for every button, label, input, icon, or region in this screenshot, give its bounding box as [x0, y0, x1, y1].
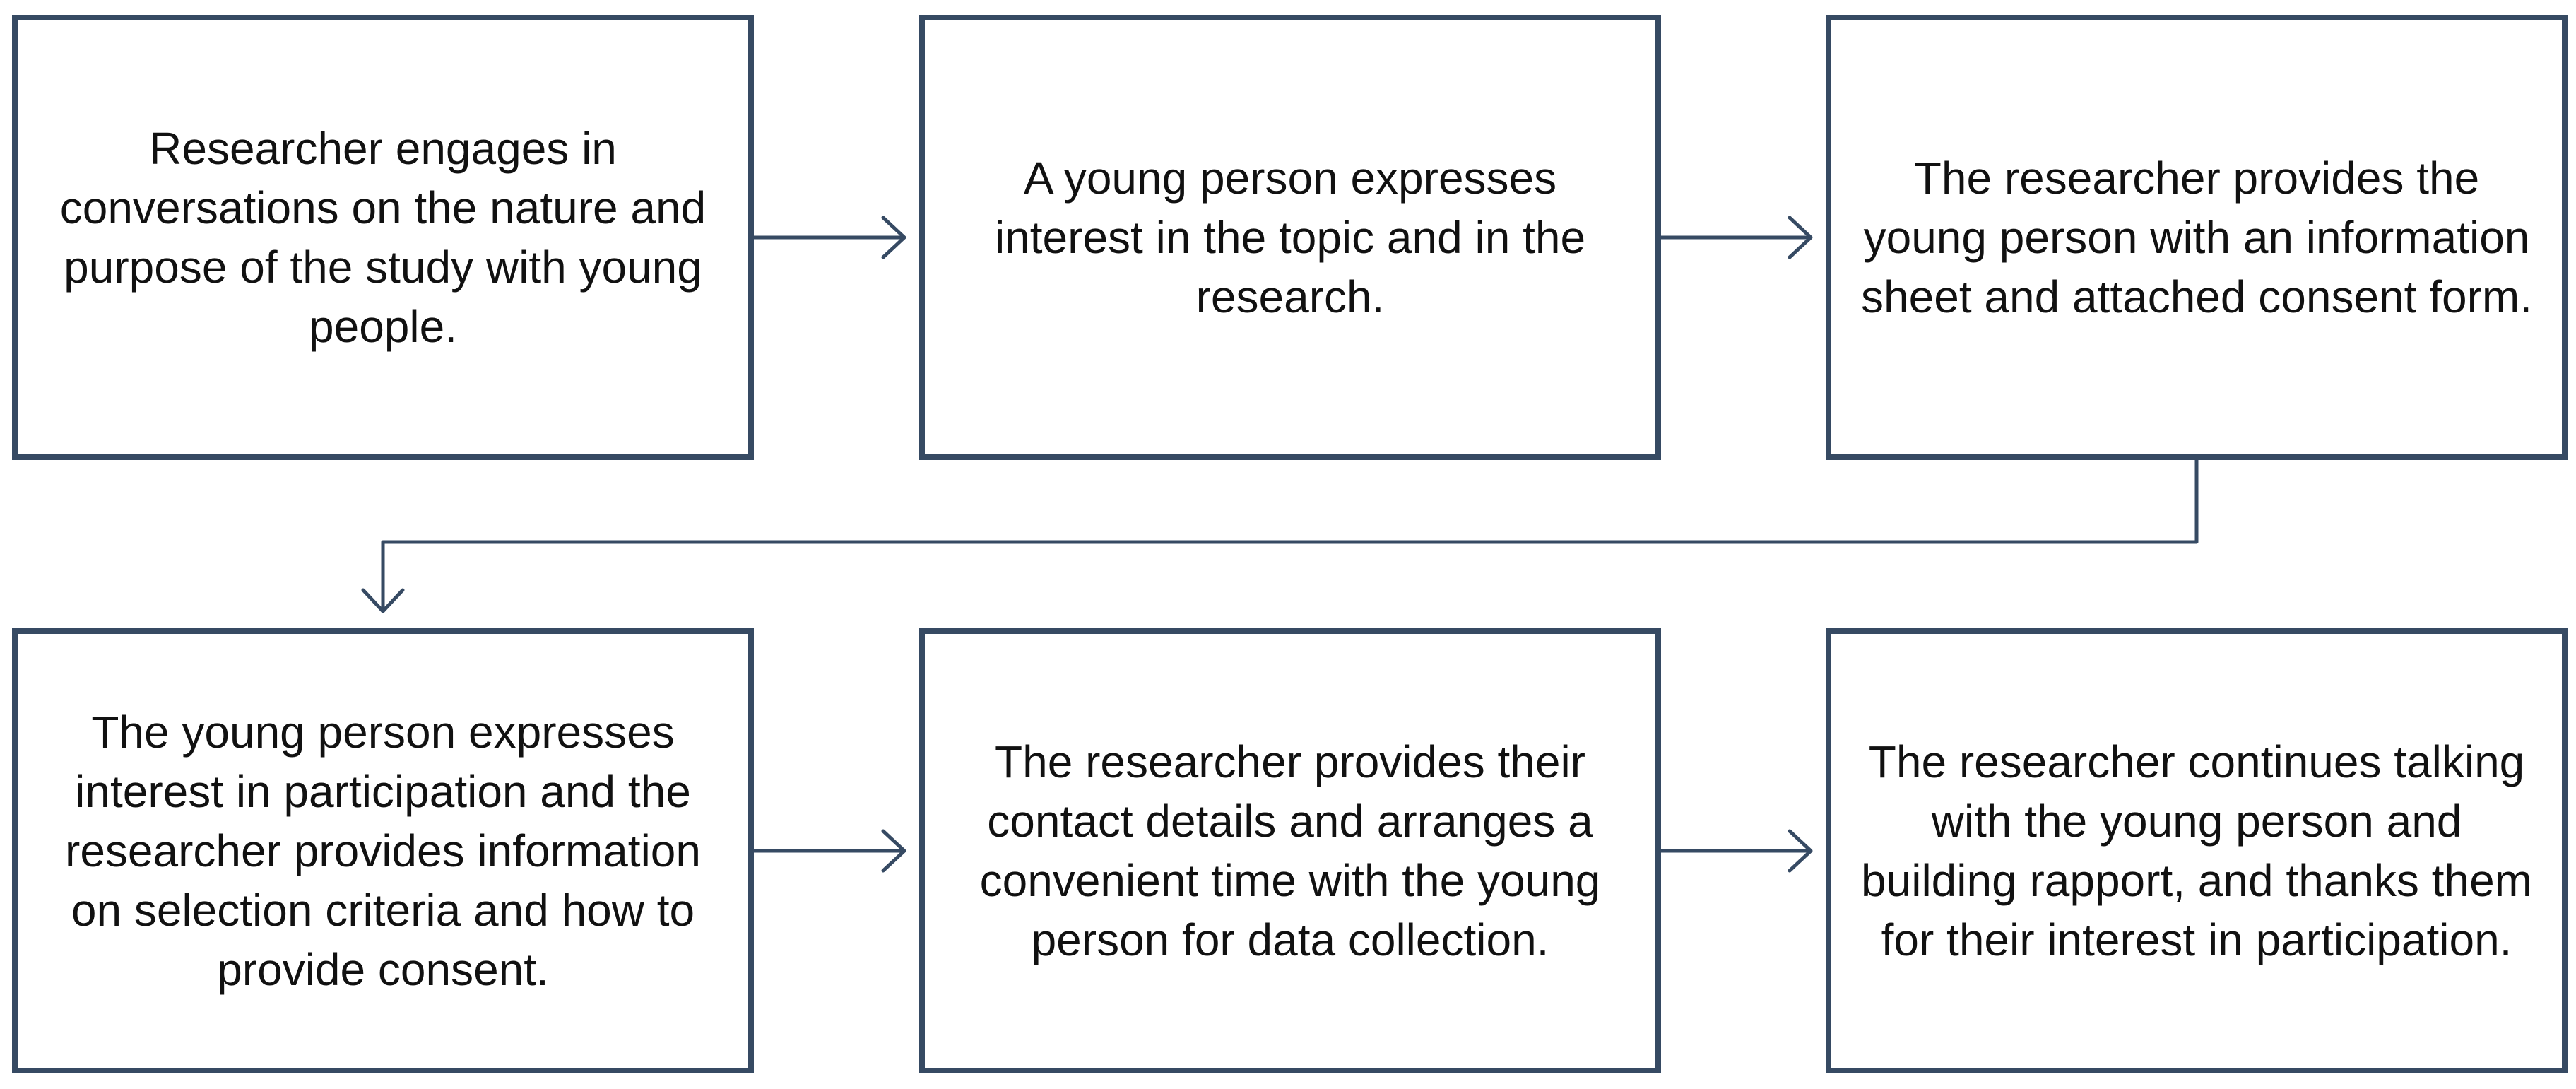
step-1-text: Researcher engages in conversations on t… [59, 123, 707, 352]
step-4-text: The young person expresses interest in p… [65, 707, 701, 995]
arrow-step2-to-step3 [1659, 216, 1813, 259]
step-3-box: The researcher provides the young person… [1826, 15, 2568, 460]
arrow-step5-to-step6 [1659, 829, 1813, 873]
arrow-step1-to-step2 [752, 216, 906, 259]
step-6-box: The researcher continues talking with th… [1826, 628, 2568, 1073]
step-4-box: The young person expresses interest in p… [12, 628, 754, 1073]
arrow-step4-to-step5 [752, 829, 906, 873]
step-5-text: The researcher provides their contact de… [979, 736, 1601, 965]
arrow-step3-to-step4 [361, 458, 2199, 613]
step-5-box: The researcher provides their contact de… [919, 628, 1661, 1073]
step-2-box: A young person expresses interest in the… [919, 15, 1661, 460]
step-1-box: Researcher engages in conversations on t… [12, 15, 754, 460]
step-2-text: A young person expresses interest in the… [994, 153, 1586, 322]
step-3-text: The researcher provides the young person… [1861, 153, 2532, 322]
step-6-text: The researcher continues talking with th… [1861, 736, 2532, 965]
